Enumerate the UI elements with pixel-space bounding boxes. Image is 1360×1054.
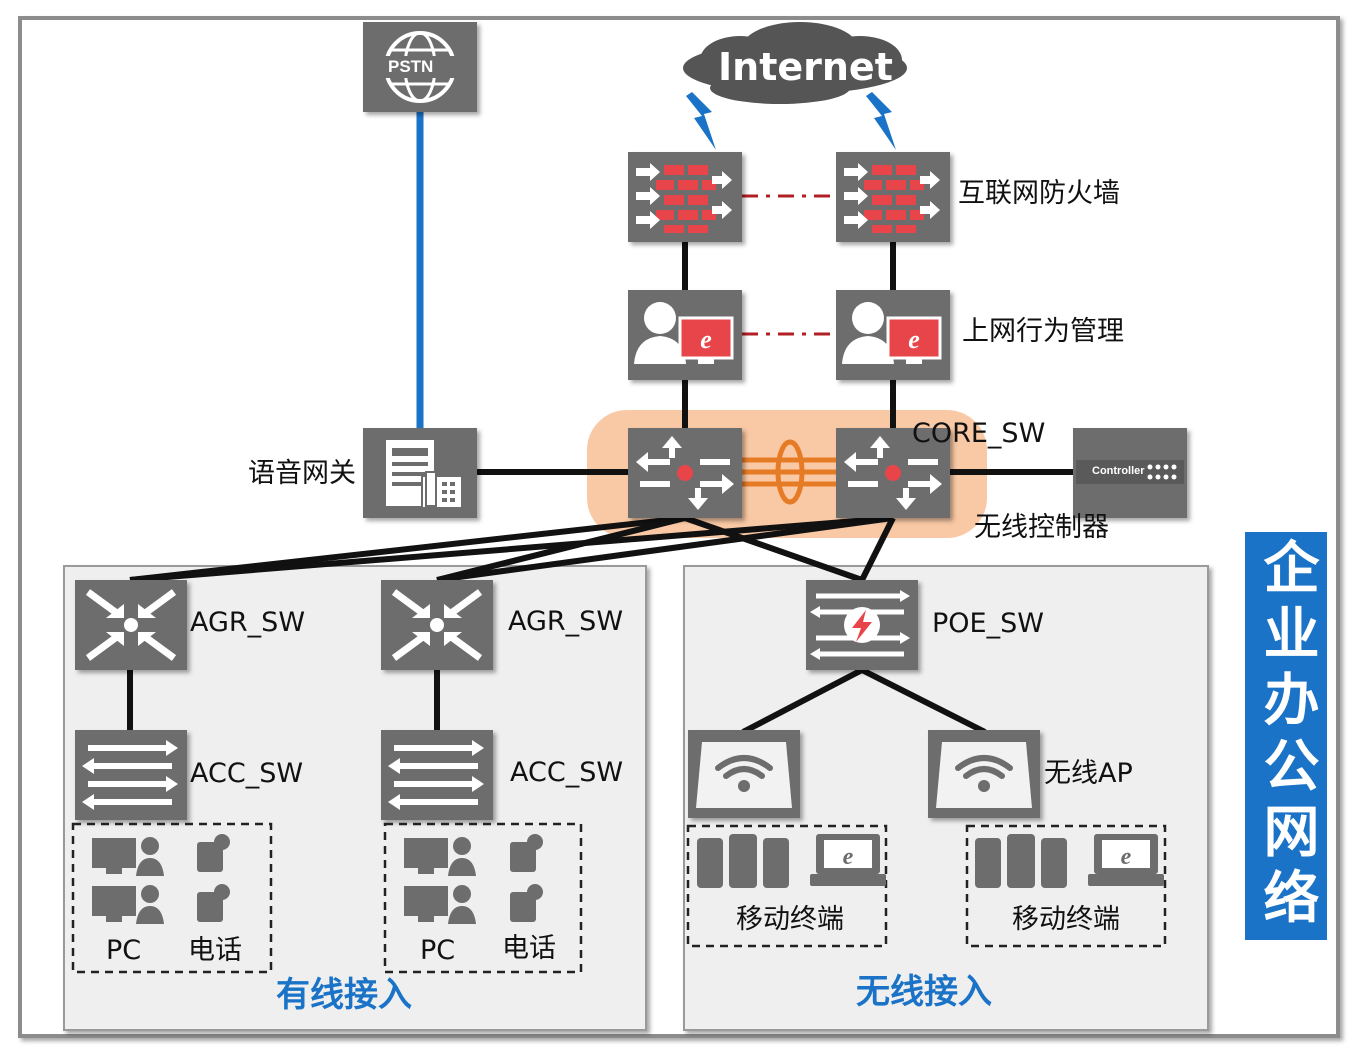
wireless-ap-label: 无线AP — [1044, 758, 1133, 789]
wireless-access-title: 无线接入 — [856, 972, 992, 1012]
ip-phone-icons-1 — [197, 834, 230, 922]
phone-label-1: 电话 — [188, 935, 242, 966]
pc-label-2: PC — [420, 935, 456, 966]
agr-switch-label-1: AGR_SW — [190, 607, 306, 638]
ip-phone-icons-2 — [510, 834, 543, 922]
core-trunk — [742, 439, 838, 505]
agr-switch-1 — [75, 580, 187, 670]
firewall-device-2 — [836, 152, 950, 242]
svg-text:e: e — [908, 325, 920, 354]
phone-label-2: 电话 — [502, 933, 556, 964]
pc-user-icons-1 — [92, 837, 164, 924]
wireless-controller-label: 无线控制器 — [974, 512, 1109, 543]
mobile-terminal-label-2: 移动终端 — [1012, 904, 1120, 935]
pc-label-1: PC — [106, 935, 142, 966]
core-switch-1 — [628, 428, 742, 518]
acc-switch-1 — [75, 730, 187, 820]
mobile-terminal-label-1: 移动终端 — [736, 904, 844, 935]
pc-user-icons-2 — [404, 837, 476, 924]
internet-cloud — [683, 22, 907, 104]
terminal-groups — [71, 822, 1167, 974]
ha-links — [742, 194, 838, 336]
wireless-controller-device — [1073, 428, 1187, 518]
agr-switch-label-2: AGR_SW — [508, 606, 624, 637]
svg-text:e: e — [843, 844, 854, 870]
acc-switch-2 — [381, 730, 493, 820]
firewall-device-1 — [628, 152, 742, 242]
behavior-mgmt-device-2: e — [836, 290, 950, 380]
acc-switch-label-2: ACC_SW — [510, 757, 624, 788]
behavior-mgmt-device-1: e — [628, 290, 742, 380]
wan-lightning-icons — [686, 92, 896, 150]
behavior-mgmt-label: 上网行为管理 — [962, 316, 1124, 347]
controller-device-text: Controller — [1092, 465, 1145, 477]
wireless-ap-1 — [688, 730, 800, 818]
svg-text:e: e — [1121, 844, 1132, 870]
firewall-label: 互联网防火墙 — [958, 178, 1120, 209]
side-banner-text: 企业办公网络 — [1254, 538, 1319, 934]
internet-label: Internet — [718, 45, 893, 89]
enterprise-office-network-banner: 企业办公网络 — [1245, 532, 1327, 940]
wired-access-title: 有线接入 — [276, 975, 412, 1015]
wireless-ap-2 — [928, 730, 1040, 818]
core-switch-label: CORE_SW — [912, 418, 1046, 449]
black-links — [127, 240, 1075, 735]
acc-switch-label-1: ACC_SW — [190, 758, 304, 789]
svg-text:e: e — [700, 325, 712, 354]
mobile-device-icons-2: e — [975, 834, 1164, 888]
agr-switch-2 — [381, 580, 493, 670]
pstn-label: PSTN — [388, 57, 434, 76]
voice-gateway-label: 语音网关 — [248, 458, 356, 489]
mobile-device-icons-1: e — [697, 834, 886, 888]
pstn-device — [363, 22, 477, 112]
voice-gateway-device — [363, 428, 477, 518]
poe-switch-label: POE_SW — [932, 608, 1044, 639]
core-switch-2 — [836, 428, 950, 518]
poe-switch — [806, 580, 918, 670]
